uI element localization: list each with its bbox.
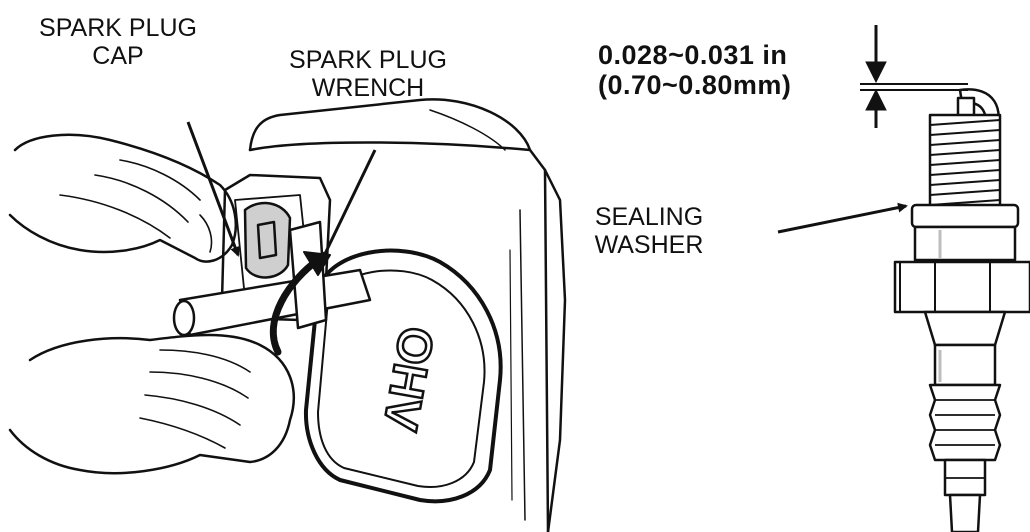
ohv-logo: OHV: [371, 321, 444, 435]
washer-leader-line: [777, 202, 908, 234]
sealing-washer-label-line1: SEALING: [594, 203, 704, 231]
gap-spec-millimeters: (0.70~0.80mm): [598, 70, 792, 100]
ohv-text: OHV: [373, 323, 443, 435]
gap-measurement: [860, 25, 968, 128]
spark-plug-wrench-label: SPARK PLUG WRENCH: [268, 46, 468, 102]
spark-plug-wrench-label-line2: WRENCH: [311, 74, 425, 102]
spark-plug-wrench-label-line1: SPARK PLUG: [289, 46, 447, 74]
wrench-leader-line: [320, 149, 377, 262]
spark-plug-cap-label-line2: CAP: [92, 42, 144, 70]
gap-spec-label: 0.028~0.031 in (0.70~0.80mm): [598, 40, 791, 100]
engine-scene: [8, 98, 567, 532]
cap-leader-line: [186, 121, 240, 257]
spark-plug: [893, 88, 1030, 532]
spark-plug-cap-label-line1: SPARK PLUG: [39, 14, 197, 42]
sealing-washer-label: SEALING WASHER: [574, 203, 724, 259]
gap-spec-inches: 0.028~0.031 in: [598, 40, 788, 70]
spark-plug-cap-label: SPARK PLUG CAP: [18, 14, 218, 70]
sealing-washer-label-line2: WASHER: [594, 231, 704, 259]
